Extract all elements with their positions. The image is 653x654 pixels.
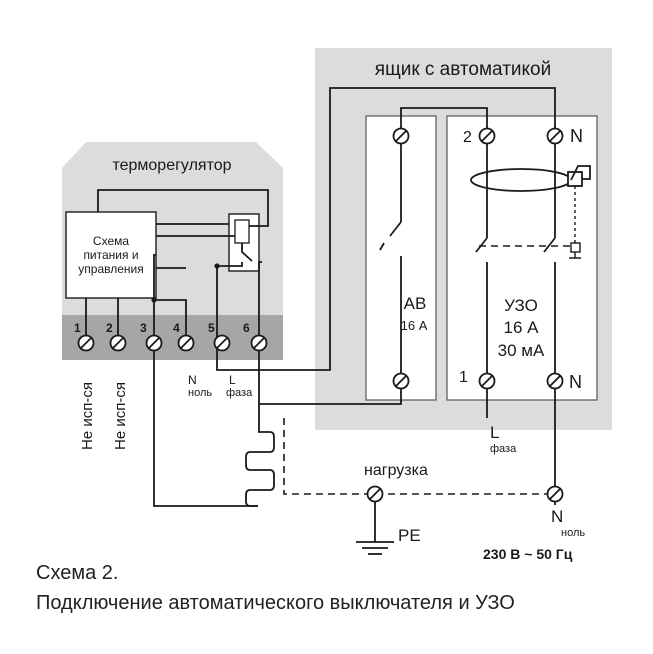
control-module	[65, 211, 157, 299]
thermostat-title: терморегулятор	[112, 157, 231, 174]
terminal-number-5: 5	[208, 321, 215, 335]
rcd-name: УЗО	[504, 296, 538, 315]
terminal-number-6: 6	[243, 321, 250, 335]
dashed-lines	[283, 245, 578, 495]
junction-dot	[214, 263, 220, 269]
rcd-terminal-n-top	[546, 127, 564, 145]
breaker-top-terminal	[392, 127, 410, 145]
terminal-4-word: ноль	[188, 387, 212, 399]
control-module-line-3: управления	[78, 262, 143, 276]
terminal-4	[177, 334, 195, 352]
control-module-line-1: Схема	[93, 234, 129, 248]
terminal-1	[77, 334, 95, 352]
rcd-pin-n-top: N	[570, 126, 583, 146]
terminal-2-note: Не исп-ся	[112, 382, 129, 450]
rcd-terminal-1	[478, 372, 496, 390]
automation-box-title: ящик с автоматикой	[375, 59, 551, 80]
terminal-5	[213, 334, 231, 352]
rcd-rating: 16 А	[504, 318, 540, 337]
rcd-test-button	[570, 242, 581, 253]
junction-dot	[151, 297, 157, 303]
rcd-terminal-n-bottom	[546, 372, 564, 390]
terminal-3	[145, 334, 163, 352]
terminal-4-letter: N	[188, 373, 197, 387]
supply-neutral-letter: N	[551, 507, 563, 526]
terminal-5-word: фаза	[226, 387, 253, 399]
earth-label: PE	[398, 526, 421, 545]
terminal-1-note: Не исп-ся	[79, 382, 96, 450]
breaker-rating: 16 А	[401, 318, 428, 333]
terminal-2	[109, 334, 127, 352]
rcd-pin-1: 1	[459, 369, 468, 386]
rcd-leakage: 30 мА	[498, 341, 545, 360]
terminal-number-4: 4	[173, 321, 180, 335]
supply-phase-letter: L	[490, 423, 499, 442]
rcd-test-button-base	[569, 252, 581, 259]
terminal-5-letter: L	[229, 373, 236, 387]
breaker-bottom-terminal	[392, 372, 410, 390]
rcd-pin-n-bottom: N	[569, 372, 582, 392]
supply-neutral-word: ноль	[561, 527, 585, 539]
rcd-terminal-2	[478, 127, 496, 145]
supply-phase-word: фаза	[490, 443, 517, 455]
control-module-line-2: питания и	[83, 248, 138, 262]
terminal-number-3: 3	[140, 321, 147, 335]
terminal-6	[250, 334, 268, 352]
wires	[85, 87, 591, 555]
rcd-pin-2: 2	[463, 129, 472, 146]
terminal-strip	[62, 315, 283, 360]
neutral-supply-terminal	[546, 485, 564, 503]
load-label: нагрузка	[364, 462, 428, 479]
relay-coil	[234, 219, 250, 244]
terminal-number-2: 2	[106, 321, 113, 335]
breaker-name: АВ	[404, 294, 427, 313]
earth-terminal	[366, 485, 384, 503]
supply-voltage: 230 В ~ 50 Гц	[483, 546, 573, 562]
caption-subtitle: Подключение автоматического выключателя …	[36, 592, 515, 614]
terminal-number-1: 1	[74, 321, 81, 335]
caption-title: Схема 2.	[36, 562, 119, 584]
